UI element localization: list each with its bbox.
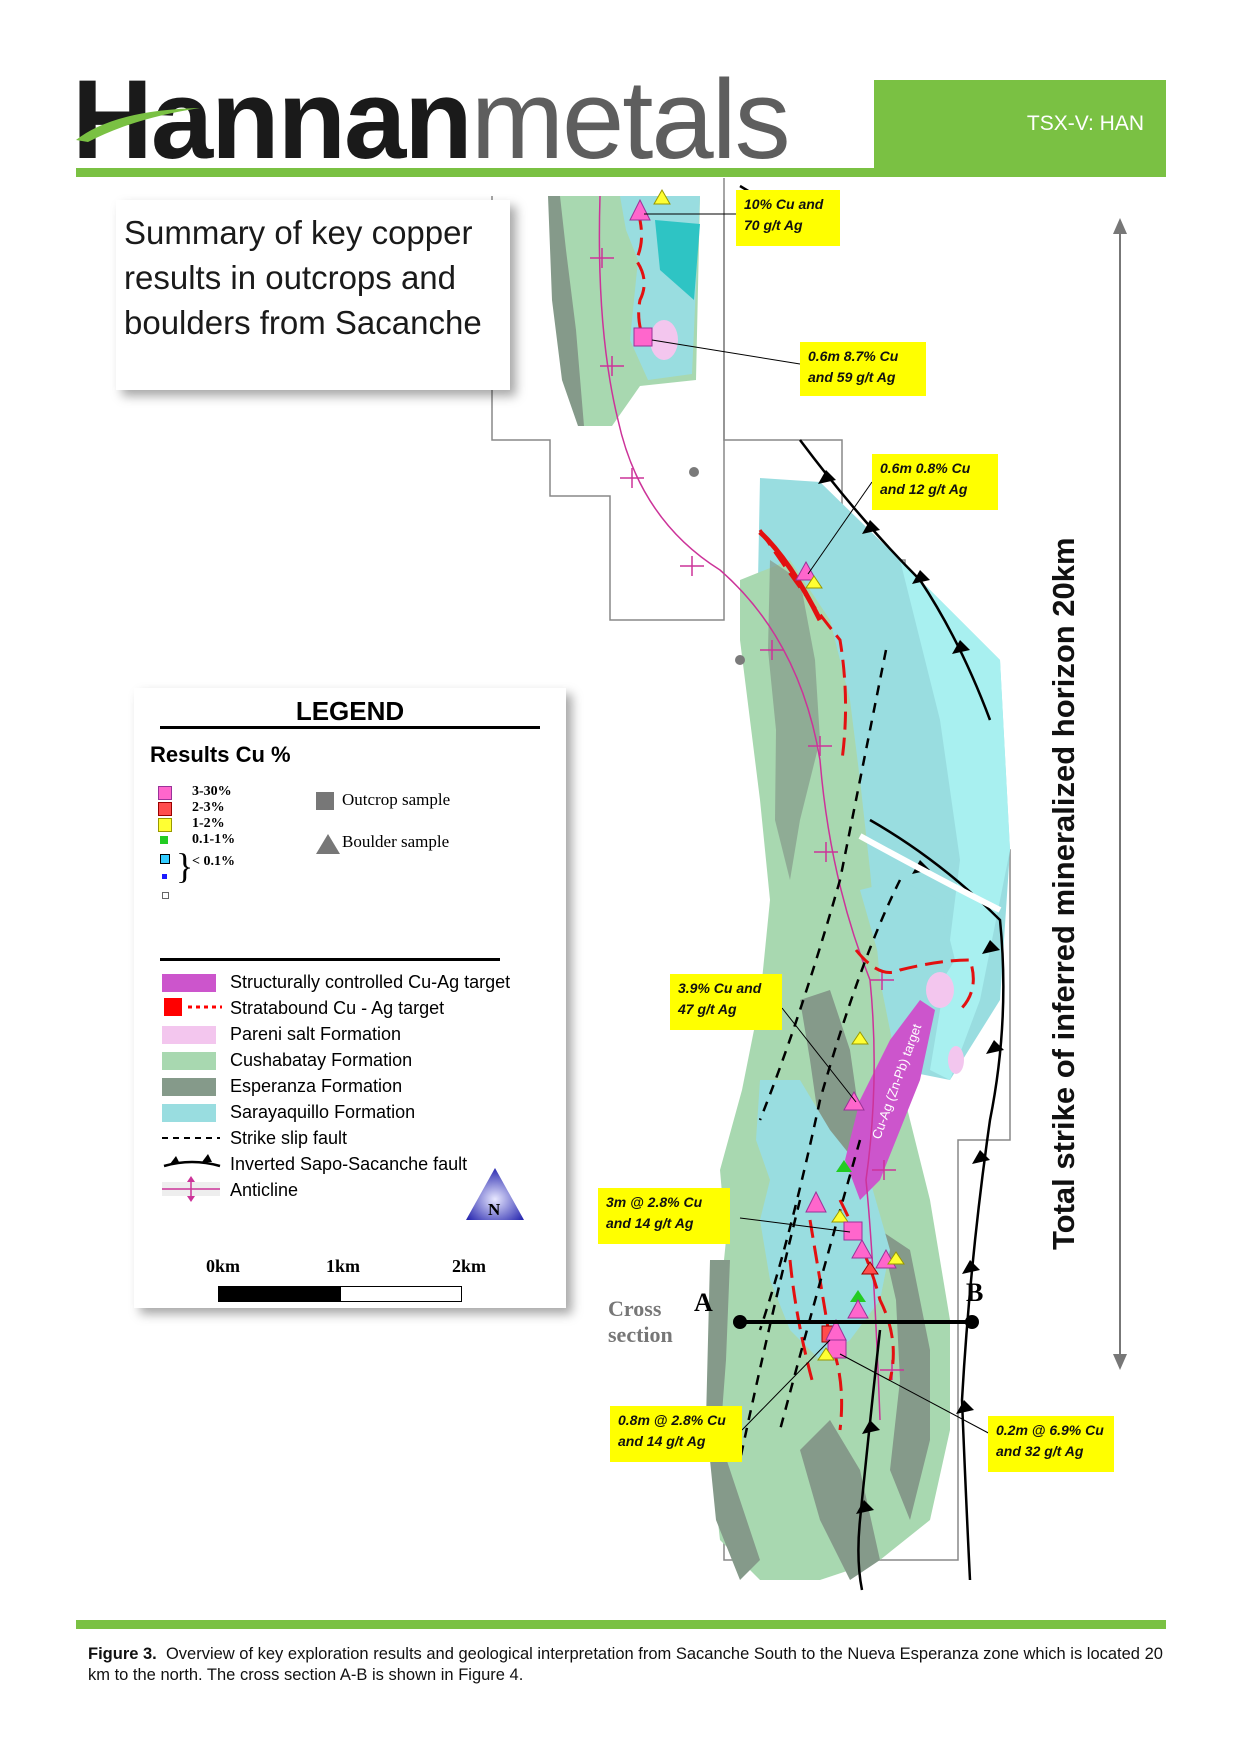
legend-rule-middle	[160, 958, 500, 961]
outcrop-grey-dot	[735, 655, 745, 665]
grade-brace: }	[176, 846, 194, 886]
logo-swoosh-icon	[76, 108, 200, 142]
legend-results-heading: Results Cu %	[150, 742, 291, 767]
legend-item-sarayaquillo: Sarayaquillo Formation	[230, 1102, 416, 1122]
legend-item-stratabound: Stratabound Cu - Ag target	[230, 998, 445, 1018]
swatch-esperanza	[162, 1078, 216, 1096]
swatch-structural-target	[162, 974, 216, 992]
sarayaquillo-formation-south-east	[860, 880, 955, 1000]
legend-title: LEGEND	[295, 696, 405, 726]
esperanza-formation-south-west	[706, 1260, 760, 1580]
esperanza-formation-south-east	[880, 1230, 930, 1520]
outcrop-label: Outcrop sample	[342, 790, 451, 809]
sarayaquillo-formation-east	[900, 560, 1010, 1080]
pareni-salt-south	[926, 972, 954, 1008]
footer-divider	[76, 1620, 1166, 1629]
property-boundary-west	[491, 196, 725, 621]
strike-arrow-down-icon	[1113, 1354, 1127, 1370]
inverted-fault-south-west	[857, 1329, 882, 1591]
legend-item-inverted-fault: Inverted Sapo-Sacanche fault	[230, 1154, 468, 1174]
swatch-sarayaquillo	[162, 1104, 216, 1122]
grade-swatch-2-3	[158, 802, 172, 816]
title-line-1: Summary of key copper	[124, 214, 473, 251]
cross-section-point-a	[733, 1315, 747, 1329]
pareni-salt-south-2	[948, 1046, 964, 1074]
anticline-axis	[598, 195, 881, 1421]
map-title-box: Summary of key copper results in outcrop…	[116, 200, 510, 390]
north-arrow-icon	[466, 1168, 524, 1220]
scale-label-1: 1km	[326, 1256, 361, 1276]
grade-swatch-lt-0-1-cyan	[160, 854, 170, 864]
title-line-3: boulders from Sacanche	[124, 304, 482, 341]
grade-swatch-lt-0-1-white	[162, 892, 169, 899]
strike-extent-label: Total strike of inferred mineralized hor…	[1046, 537, 1081, 1250]
caption-text: Overview of key exploration results and …	[88, 1645, 1163, 1684]
title-line-2: results in outcrops and	[124, 259, 457, 296]
grade-label-lt-0-1: < 0.1%	[192, 854, 235, 869]
swatch-stratabound	[164, 998, 222, 1016]
legend-item-strike-slip: Strike slip fault	[230, 1128, 348, 1148]
legend-panel: LEGEND Results Cu % 3-30% 2-3% 1-2% 0.1-…	[134, 688, 566, 1308]
ticker-text: TSX-V: HAN	[1026, 112, 1144, 135]
legend-item-pareni: Pareni salt Formation	[230, 1024, 402, 1044]
scale-label-2: 2km	[452, 1256, 487, 1276]
grade-labels: 3-30% 2-3% 1-2% 0.1-1%	[192, 784, 236, 847]
point-b-label: B	[966, 1278, 984, 1307]
esperanza-formation-east	[800, 990, 860, 1180]
grade-swatch-lt-0-1-blue	[162, 874, 167, 879]
boulder-triangle-icon	[316, 834, 340, 854]
grade-swatch-1-2	[158, 818, 172, 832]
point-a-label: A	[694, 1288, 713, 1317]
swatch-strike-slip	[162, 1137, 220, 1139]
grade-swatch-0-1-1	[160, 836, 168, 844]
cross-section-point-b	[965, 1315, 979, 1329]
strike-arrow-up-icon	[1113, 218, 1127, 234]
figure-caption: Figure 3. Overview of key exploration re…	[88, 1644, 1168, 1686]
esperanza-formation-south	[800, 1420, 880, 1580]
sarayaquillo-dense-north	[655, 220, 700, 300]
ticker-badge: TSX-V: HAN	[874, 80, 1166, 168]
swatch-pareni	[162, 1026, 216, 1044]
esperanza-formation-central	[768, 560, 820, 880]
scale-bar-black	[218, 1286, 340, 1302]
swatch-inverted-fault	[163, 1154, 221, 1168]
header-divider	[76, 168, 1166, 177]
logo-part-2: metals	[470, 57, 791, 182]
swatch-anticline	[162, 1176, 220, 1202]
outcrop-grey-dot	[689, 467, 699, 477]
strike-slip-faults	[738, 649, 902, 1461]
boulder-label: Boulder sample	[342, 832, 450, 851]
caption-figure-label: Figure 3.	[88, 1645, 157, 1663]
swatch-cushabatay	[162, 1052, 216, 1070]
legend-item-structural: Structurally controlled Cu-Ag target	[230, 972, 511, 992]
scale-bar-white	[340, 1286, 462, 1302]
white-lineament	[858, 833, 1002, 913]
geological-map: Cu-Ag (Zn-Pb) target	[491, 178, 1127, 1591]
fault-teeth	[782, 216, 1004, 1514]
legend-item-anticline: Anticline	[230, 1180, 299, 1200]
structurally-controlled-target	[845, 1000, 935, 1200]
stratabound-solid	[758, 530, 823, 622]
company-logo: Hannanmetals	[72, 64, 791, 176]
callout-leaders	[644, 213, 995, 1437]
sarayaquillo-formation-south	[756, 1080, 890, 1360]
legend-item-esperanza: Esperanza Formation	[230, 1076, 403, 1096]
legend-rule-top	[160, 726, 540, 729]
north-label: N	[488, 1200, 501, 1219]
grade-swatch-3-30	[158, 786, 172, 800]
pareni-salt-north	[650, 320, 678, 360]
outcrop-square-icon	[316, 792, 334, 810]
sample-markers	[629, 188, 905, 1361]
legend-item-cushabatay: Cushabatay Formation	[230, 1050, 413, 1070]
scale-label-0: 0km	[206, 1256, 241, 1276]
anticline-markers	[590, 248, 904, 1380]
